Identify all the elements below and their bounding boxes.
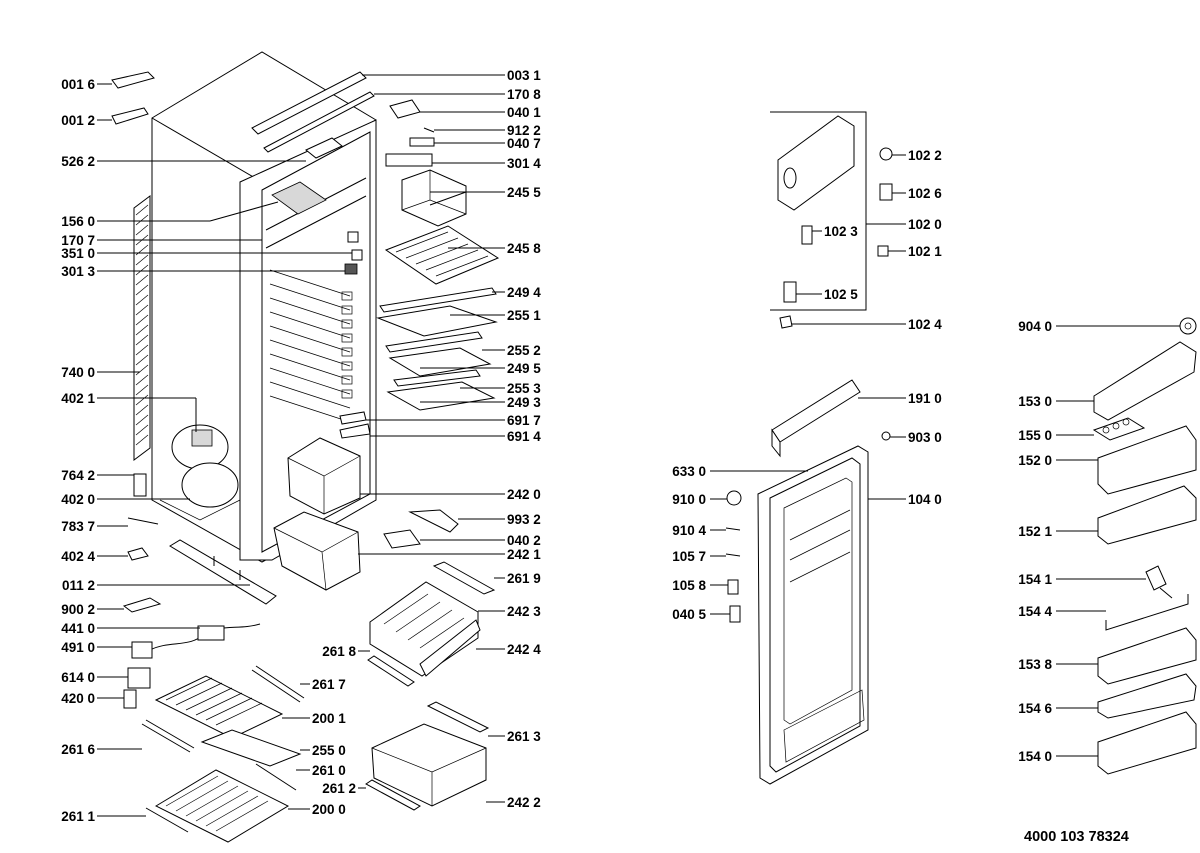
leader-lines (97, 74, 1180, 817)
callout-door-top-label: 102 3 (824, 224, 858, 239)
callout-door-top-label: 102 1 (908, 244, 942, 259)
callout-left-label: 170 7 (61, 233, 95, 248)
callout-door-label: 105 8 (672, 578, 706, 593)
callout-left-label: 261 1 (61, 809, 95, 824)
callout-right-label: 904 0 (1018, 319, 1052, 334)
callout-left-label: 001 6 (61, 77, 95, 92)
callout-left-label: 420 0 (61, 691, 95, 706)
door-illustrations (725, 111, 893, 785)
callout-mid-label: 242 3 (507, 604, 541, 619)
labels-door: 191 0 903 0 633 0 910 0 104 0 910 4 105 … (672, 391, 942, 622)
callout-mid-label: 245 5 (507, 185, 541, 200)
callout-mid-label: 691 4 (507, 429, 541, 444)
callout-right-label: 154 6 (1018, 701, 1052, 716)
door-shelves-illustrations (1092, 317, 1197, 775)
callout-mid-label: 255 0 (312, 743, 346, 758)
callout-left-label: 402 0 (61, 492, 95, 507)
callout-mid-label: 245 8 (507, 241, 541, 256)
callout-mid-label: 040 2 (507, 533, 541, 548)
labels-door-top: 102 2 102 6 102 0 102 3 102 1 102 5 102 … (824, 148, 942, 332)
callout-door-top-label: 102 0 (908, 217, 942, 232)
callout-left-label: 900 2 (61, 602, 95, 617)
callout-left-label: 441 0 (61, 621, 95, 636)
callout-right-label: 154 0 (1018, 749, 1052, 764)
callout-door-label: 910 4 (672, 523, 706, 538)
callout-right-label: 152 0 (1018, 453, 1052, 468)
callout-mid-label: 261 0 (312, 763, 346, 778)
callout-door-label: 191 0 (908, 391, 942, 406)
callout-mid-label: 242 0 (507, 487, 541, 502)
callout-left-label: 491 0 (61, 640, 95, 655)
callout-mid-label: 912 2 (507, 123, 541, 138)
callout-mid-label: 200 1 (312, 711, 346, 726)
callout-mid-label: 261 7 (312, 677, 346, 692)
labels-left: 001 6 001 2 526 2 156 0 170 7 351 0 301 … (61, 77, 95, 824)
callout-mid-label: 249 3 (507, 395, 541, 410)
callout-left-label: 402 4 (61, 549, 95, 564)
callout-mid-label: 261 2 (322, 781, 356, 796)
callout-mid-label: 003 1 (507, 68, 541, 83)
callout-left-label: 614 0 (61, 670, 95, 685)
callout-mid-label: 993 2 (507, 512, 541, 527)
callout-right-label: 153 0 (1018, 394, 1052, 409)
callout-right-label: 153 8 (1018, 657, 1052, 672)
callout-mid-label: 040 7 (507, 136, 541, 151)
callout-mid-label: 242 1 (507, 547, 541, 562)
callout-left-label: 526 2 (61, 154, 95, 169)
callout-door-label: 903 0 (908, 430, 942, 445)
labels-right: 904 0 153 0 155 0 152 0 152 1 154 1 154 … (1018, 319, 1052, 764)
callout-door-label: 105 7 (672, 549, 706, 564)
callout-mid-label: 200 0 (312, 802, 346, 817)
callout-mid-label: 255 2 (507, 343, 541, 358)
callout-mid-label: 261 8 (322, 644, 356, 659)
callout-left-label: 011 2 (62, 578, 95, 593)
callout-mid-label: 255 3 (507, 381, 541, 396)
callout-door-label: 104 0 (908, 492, 942, 507)
callout-door-label: 633 0 (672, 464, 706, 479)
callout-door-top-label: 102 4 (908, 317, 942, 332)
callout-mid-label: 261 9 (507, 571, 541, 586)
labels-mid: 003 1 170 8 040 1 912 2 040 7 301 4 245 … (312, 68, 541, 817)
parts-illustrations (111, 71, 500, 843)
callout-mid-label: 040 1 (507, 105, 541, 120)
callout-left-label: 740 0 (61, 365, 95, 380)
callout-mid-label: 249 4 (507, 285, 541, 300)
callout-mid-label: 170 8 (507, 87, 541, 102)
callout-door-top-label: 102 5 (824, 287, 858, 302)
callout-mid-label: 242 4 (507, 642, 541, 657)
callout-door-label: 040 5 (672, 607, 706, 622)
callout-left-label: 764 2 (61, 468, 95, 483)
callout-mid-label: 691 7 (507, 413, 541, 428)
callout-right-label: 154 4 (1018, 604, 1052, 619)
callout-left-label: 783 7 (61, 519, 95, 534)
callout-left-label: 301 3 (61, 264, 95, 279)
callout-door-top-label: 102 6 (908, 186, 942, 201)
callout-right-label: 152 1 (1018, 524, 1052, 539)
callout-door-label: 910 0 (672, 492, 706, 507)
callout-mid-label: 261 3 (507, 729, 541, 744)
callout-mid-label: 242 2 (507, 795, 541, 810)
document-number: 4000 103 78324 (1024, 829, 1129, 845)
callout-mid-label: 255 1 (507, 308, 541, 323)
callout-mid-label: 301 4 (507, 156, 541, 171)
callout-left-label: 261 6 (61, 742, 95, 757)
callout-mid-label: 249 5 (507, 361, 541, 376)
callout-right-label: 154 1 (1018, 572, 1052, 587)
callout-door-top-label: 102 2 (908, 148, 942, 163)
callout-left-label: 156 0 (61, 214, 95, 229)
callout-left-label: 001 2 (61, 113, 95, 128)
callout-left-label: 402 1 (61, 391, 95, 406)
callout-left-label: 351 0 (61, 246, 95, 261)
callout-right-label: 155 0 (1018, 428, 1052, 443)
